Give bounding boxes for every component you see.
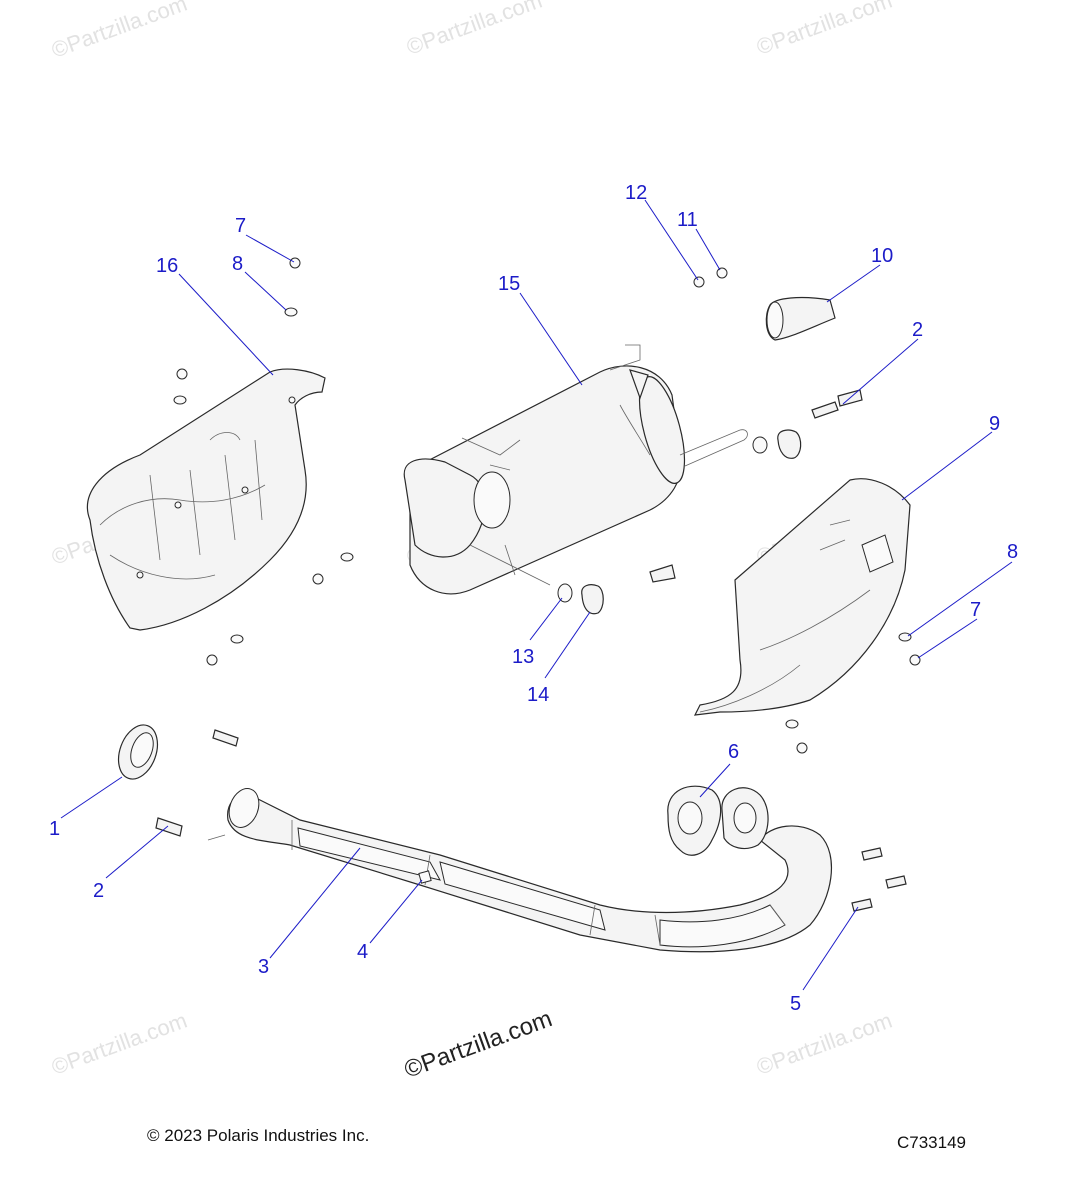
callout-13: 13: [512, 646, 534, 668]
watermark-bottom-left: ©Partzilla.com: [48, 1008, 190, 1080]
callout-3: 3: [258, 956, 269, 978]
callout-12: 12: [625, 182, 647, 204]
seal-ring: [117, 724, 159, 780]
springs-left: [155, 729, 239, 837]
watermark-top-left: ©Partzilla.com: [48, 0, 190, 63]
callout-14: 14: [527, 684, 549, 706]
header-flange: [721, 787, 769, 850]
hardware-left: [173, 257, 354, 666]
callout-2-left: 2: [93, 880, 104, 902]
heat-shield-right: [693, 478, 911, 716]
heat-shield-left: [86, 368, 326, 631]
flange-bolts: [851, 847, 907, 912]
hardware-right: [785, 632, 921, 754]
callout-11: 11: [677, 209, 698, 231]
watermark-bottom-right: ©Partzilla.com: [753, 1008, 895, 1080]
callout-5: 5: [790, 993, 801, 1015]
callout-8-top: 8: [232, 253, 243, 275]
callout-9: 9: [989, 413, 1000, 435]
diagram-code: C733149: [897, 1133, 967, 1152]
leader-lines: [60, 199, 1013, 991]
watermark-main: ©Partzilla.com: [401, 1005, 556, 1083]
callout-15: 15: [498, 273, 520, 295]
nut-bolt-11-12: [693, 267, 728, 288]
muffler: [403, 344, 748, 595]
tailpipe-tip: [765, 296, 836, 341]
watermark-top-center: ©Partzilla.com: [403, 0, 545, 60]
gasket: [667, 785, 722, 856]
watermark-top-right: ©Partzilla.com: [753, 0, 895, 60]
callout-7-top: 7: [235, 215, 246, 237]
callout-6: 6: [728, 741, 739, 763]
header-pipe: [207, 788, 832, 953]
callout-10: 10: [871, 245, 893, 267]
callout-16: 16: [156, 255, 178, 277]
callouts: 1 2 2 3 4 5 6 7 7 8 8 9 10 11 12 13 14 1…: [49, 182, 1018, 1015]
callout-8-right: 8: [1007, 541, 1018, 563]
callout-7-right: 7: [970, 599, 981, 621]
callout-2-right: 2: [912, 319, 923, 341]
callout-1: 1: [49, 818, 60, 840]
callout-4: 4: [357, 941, 368, 963]
washer-grommet-13-14: [557, 583, 604, 615]
copyright-text: © 2023 Polaris Industries Inc.: [147, 1126, 370, 1145]
